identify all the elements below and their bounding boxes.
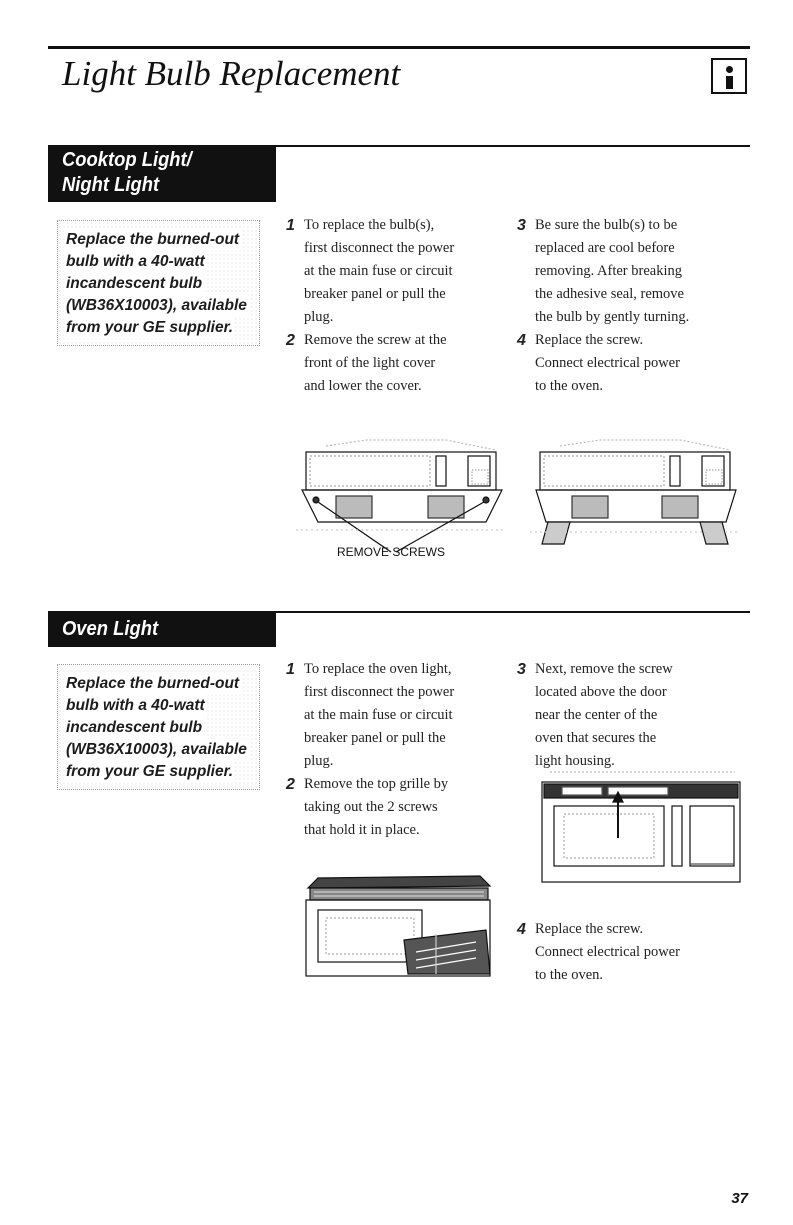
oven-step-1: 1 To replace the oven light, first disco… [286, 658, 511, 773]
step-line: Connect electrical power [535, 944, 680, 960]
step-line: the bulb by gently turning. [535, 309, 690, 325]
note-line: from your GE supplier. [64, 761, 236, 783]
step-number: 2 [286, 332, 295, 349]
note-line: incandescent bulb [64, 717, 205, 739]
step-number: 1 [286, 661, 295, 678]
cooktop-step-4: 4 Replace the screw. Connect electrical … [517, 329, 752, 398]
step-line: at the main fuse or circuit [304, 707, 453, 723]
oven-light-housing-illustration [541, 771, 741, 883]
step-line: Next, remove the screw [535, 661, 673, 677]
section-banner-oven: Oven Light [48, 611, 276, 647]
step-line: Be sure the bulb(s) to be [535, 217, 678, 233]
note-line: bulb with a 40-watt [64, 251, 207, 273]
section-rule-cooktop [276, 145, 750, 147]
step-line: breaker panel or pull the [304, 730, 446, 746]
step-number: 3 [517, 217, 526, 234]
step-line: Replace the screw. [535, 332, 644, 348]
step-number: 4 [517, 921, 526, 938]
step-line: located above the door [535, 684, 667, 700]
banner-line: Night Light [62, 174, 160, 196]
note-line: from your GE supplier. [64, 317, 236, 339]
step-line: replaced are cool before [535, 240, 675, 256]
step-line: Replace the screw. [535, 921, 644, 937]
note-line: (WB36X10003), available [64, 739, 249, 761]
step-line: and lower the cover. [304, 378, 422, 394]
step-line: To replace the oven light, [304, 661, 452, 677]
cooktop-light-illustration [296, 439, 506, 553]
note-line: Replace the burned-out [64, 229, 242, 251]
step-line: front of the light cover [304, 355, 436, 371]
note-box-oven: Replace the burned-out bulb with a 40-wa… [57, 664, 260, 790]
step-line: near the center of the [535, 707, 658, 723]
step-number: 4 [517, 332, 526, 349]
banner-line: Cooktop Light/ [62, 149, 192, 171]
page-title: Light Bulb Replacement [62, 54, 401, 93]
note-line: bulb with a 40-watt [64, 695, 207, 717]
illustration-caption: REMOVE SCREWS [337, 545, 446, 559]
step-line: first disconnect the power [304, 240, 455, 256]
step-line: removing. After breaking [535, 263, 682, 279]
oven-step-2: 2 Remove the top grille by taking out th… [286, 773, 511, 842]
cooktop-cover-lowered-illustration [530, 439, 740, 545]
note-line: Replace the burned-out [64, 673, 242, 695]
cooktop-step-3: 3 Be sure the bulb(s) to be replaced are… [517, 214, 752, 329]
oven-step-3: 3 Next, remove the screw located above t… [517, 658, 752, 773]
step-line: Connect electrical power [535, 355, 680, 371]
cooktop-step-1: 1 To replace the bulb(s), first disconne… [286, 214, 506, 329]
step-line: Remove the screw at the [304, 332, 447, 348]
oven-step-4: 4 Replace the screw. Connect electrical … [517, 918, 752, 987]
step-line: breaker panel or pull the [304, 286, 446, 302]
step-line: the adhesive seal, remove [535, 286, 684, 302]
step-line: plug. [304, 309, 334, 325]
cooktop-step-2: 2 Remove the screw at the front of the l… [286, 329, 506, 398]
note-box-cooktop: Replace the burned-out bulb with a 40-wa… [57, 220, 260, 346]
note-line: incandescent bulb [64, 273, 205, 295]
section-banner-cooktop: Cooktop Light/ Night Light [48, 145, 276, 202]
note-line: (WB36X10003), available [64, 295, 249, 317]
step-line: to the oven. [535, 378, 604, 394]
step-line: To replace the bulb(s), [304, 217, 435, 233]
step-line: oven that secures the [535, 730, 657, 746]
step-number: 2 [286, 776, 295, 793]
banner-line: Oven Light [62, 618, 159, 640]
step-line: at the main fuse or circuit [304, 263, 453, 279]
page-number: 37 [731, 1190, 748, 1207]
step-line: plug. [304, 753, 334, 769]
info-icon [711, 58, 747, 94]
step-number: 3 [517, 661, 526, 678]
step-line: first disconnect the power [304, 684, 455, 700]
oven-top-grille-illustration [305, 875, 492, 977]
step-line: Remove the top grille by [304, 776, 449, 792]
step-line: that hold it in place. [304, 822, 420, 838]
step-line: to the oven. [535, 967, 604, 983]
step-line: light housing. [535, 753, 615, 769]
section-rule-oven [276, 611, 750, 613]
step-line: taking out the 2 screws [304, 799, 438, 815]
step-number: 1 [286, 217, 295, 234]
header-rule [48, 46, 750, 49]
